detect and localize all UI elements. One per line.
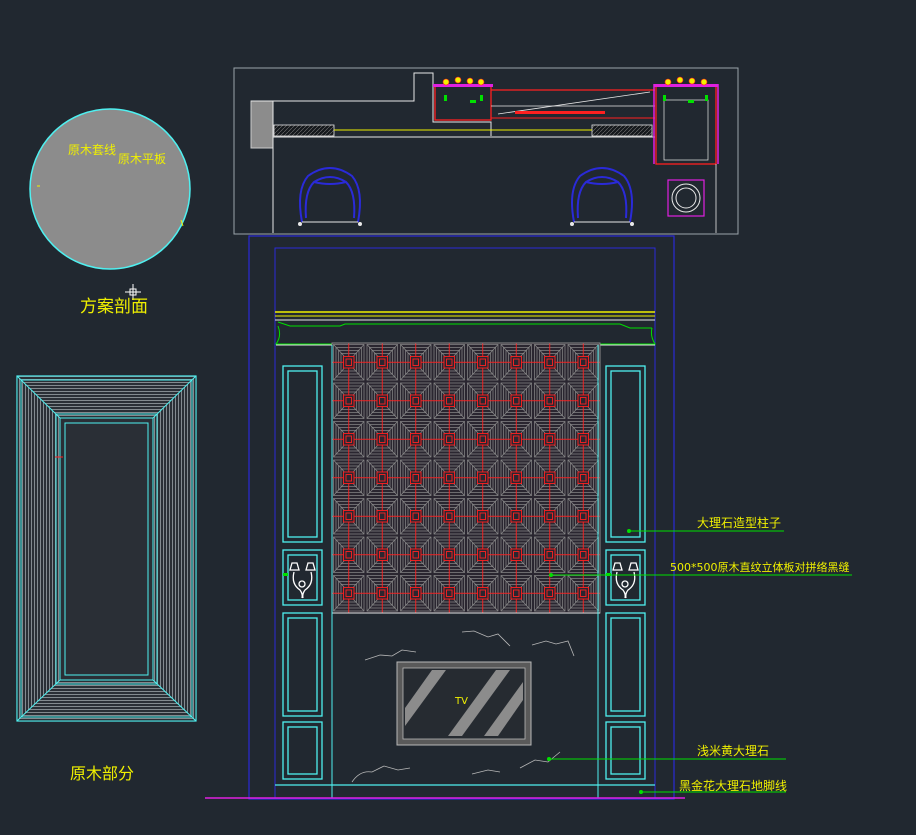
chair-right-icon bbox=[571, 167, 633, 223]
wall-sconce-right-icon bbox=[612, 562, 639, 599]
section-title: 方案剖面 bbox=[80, 297, 148, 317]
elevation-view: TV bbox=[205, 235, 685, 800]
plant-ornament-icon bbox=[442, 76, 708, 86]
plan-view bbox=[233, 67, 739, 235]
chair-left-icon bbox=[299, 167, 361, 223]
svg-text:大理石造型柱子: 大理石造型柱子 bbox=[697, 515, 781, 530]
svg-text:浅米黄大理石: 浅米黄大理石 bbox=[697, 744, 769, 758]
circle-label-1: 原木套线 bbox=[68, 143, 116, 157]
svg-text:黑金花大理石地脚线: 黑金花大理石地脚线 bbox=[679, 778, 787, 793]
callouts: 大理石造型柱子 500*500原木直纹立体板对拼络黑缝 浅米黄大理石 黑金花大理… bbox=[547, 515, 852, 794]
panel-title: 原木部分 bbox=[70, 764, 134, 783]
tv-label: TV bbox=[454, 696, 468, 707]
tv-unit: TV bbox=[396, 661, 532, 746]
callout-wood-panel: 500*500原木直纹立体板对拼络黑缝 bbox=[549, 560, 852, 577]
callout-beige-marble: 浅米黄大理石 bbox=[547, 744, 786, 761]
circle-section-detail: 原木套线 原木平板 bbox=[29, 108, 191, 270]
wall-sconce-left-icon bbox=[289, 562, 316, 599]
circle-label-2: 原木平板 bbox=[118, 152, 166, 166]
crosshair-cursor-icon bbox=[125, 284, 141, 300]
callout-skirting: 黑金花大理石地脚线 bbox=[639, 778, 787, 794]
callout-marble-column: 大理石造型柱子 bbox=[627, 515, 784, 533]
svg-text:500*500原木直纹立体板对拼络黑缝: 500*500原木直纹立体板对拼络黑缝 bbox=[670, 560, 850, 574]
wood-panel-detail bbox=[16, 375, 197, 722]
